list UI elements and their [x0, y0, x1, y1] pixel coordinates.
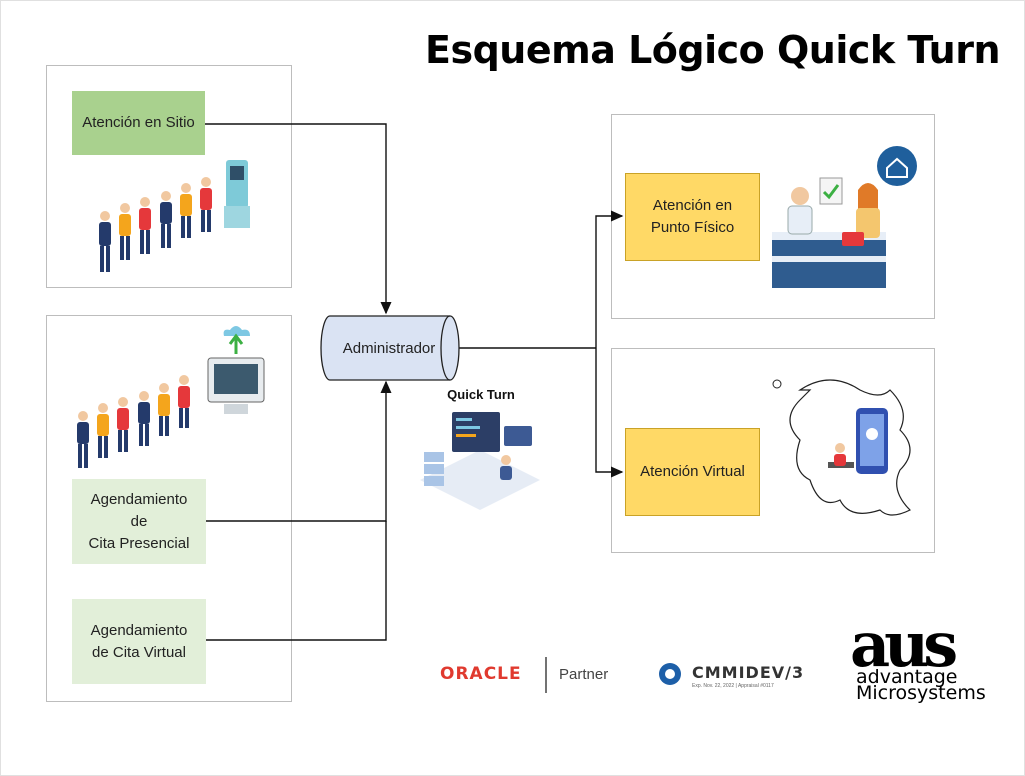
- virtual-appointment-label: Agendamiento de Cita Virtual: [90, 621, 188, 661]
- oracle-logo: ORACLE: [440, 664, 522, 684]
- administrador-label: Administrador: [342, 339, 436, 357]
- virtual-attention-box: Atención Virtual: [625, 428, 760, 516]
- quickturn-illustration: [420, 412, 540, 510]
- quickturn-label: Quick Turn: [447, 387, 515, 402]
- ams-logo-mark: aus: [850, 608, 962, 681]
- administrador-node: Administrador: [320, 316, 458, 380]
- page-title: Esquema Lógico Quick Turn: [425, 28, 1000, 72]
- presencial-appointment-label: Agendamiento de Cita Presencial: [88, 490, 190, 552]
- cmmi-logo: CMMIDEV/3: [692, 663, 805, 682]
- admin-to-physical-line: [595, 210, 624, 348]
- ams-line-advantage: advantage: [856, 666, 958, 688]
- svg-text:aus: aus: [850, 608, 956, 681]
- queue-computer-illustration: [77, 326, 265, 468]
- presencial-to-admin-line: [206, 380, 392, 522]
- presencial-appointment-box: Agendamiento de Cita Presencial: [72, 479, 206, 564]
- onsite-to-admin-line: [205, 123, 392, 315]
- administrador-cylinder: [320, 315, 460, 381]
- virtual-appointment-box: Agendamiento de Cita Virtual: [72, 599, 206, 684]
- virtual-attention-label: Atención Virtual: [640, 463, 745, 480]
- admin-to-virtual-line: [595, 348, 624, 478]
- cmmi-subtitle: Exp. Nov. 22, 2022 | Appraisal #0117: [692, 683, 774, 689]
- physical-attention-label: Atención en Punto Físico: [650, 197, 735, 236]
- virtual-to-admin-line: [206, 521, 387, 641]
- partner-label: Partner: [559, 666, 609, 683]
- physical-attention-illustration: [772, 146, 917, 288]
- onsite-attention-box: Atención en Sitio: [72, 91, 205, 155]
- onsite-attention-label: Atención en Sitio: [82, 114, 195, 131]
- virtual-attention-illustration: [772, 379, 912, 516]
- queue-kiosk-illustration: [99, 160, 250, 272]
- ams-line-microsystems: Microsystems: [856, 682, 986, 704]
- physical-attention-box: Atención en Punto Físico: [625, 173, 760, 261]
- cmmi-badge-icon: [659, 663, 681, 685]
